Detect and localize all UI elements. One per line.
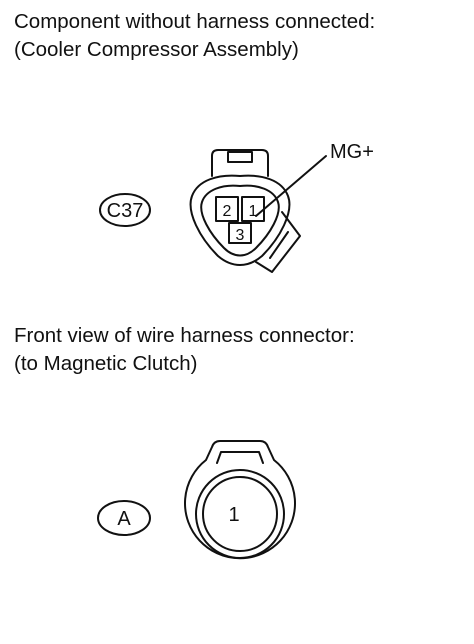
harness-caption-line2: (to Magnetic Clutch) <box>14 352 198 375</box>
harness-latch-detail <box>216 451 264 464</box>
harness-connector-group: A 1 <box>97 440 296 560</box>
c37-latch-rib <box>269 231 289 259</box>
c37-housing-outer <box>189 174 291 266</box>
c37-pin-3-box <box>228 222 252 244</box>
harness-caption: Front view of wire harness connector: (t… <box>14 322 355 378</box>
c37-label-oval <box>99 193 151 227</box>
component-caption: Component without harness connected: (Co… <box>14 8 375 64</box>
c37-pin-3-label: 3 <box>236 227 245 244</box>
harness-housing-ring <box>195 469 285 559</box>
c37-pin-2-box <box>215 196 239 222</box>
component-caption-line2: (Cooler Compressor Assembly) <box>14 38 299 61</box>
mg-plus-leader-line <box>255 155 327 217</box>
component-caption-line1: Component without harness connected: <box>14 10 376 33</box>
c37-lock-tab <box>211 149 269 177</box>
c37-lock-window <box>227 151 253 163</box>
c37-housing-inner <box>200 184 280 257</box>
c37-pin-2-label: 2 <box>223 203 232 220</box>
mg-plus-label: MG+ <box>330 141 374 163</box>
harness-label: A <box>117 508 131 530</box>
c37-connector-group: C37 2 1 3 MG+ <box>99 141 374 273</box>
harness-label-oval <box>97 500 151 536</box>
harness-caption-line1: Front view of wire harness connector: <box>14 324 355 347</box>
harness-housing-inner-ring <box>202 476 278 552</box>
c37-label: C37 <box>107 200 144 222</box>
harness-pin-1-label: 1 <box>228 504 239 526</box>
c37-pin-1-label: 1 <box>249 203 258 220</box>
c37-side-latch <box>255 211 301 273</box>
harness-housing-outer <box>184 440 296 560</box>
